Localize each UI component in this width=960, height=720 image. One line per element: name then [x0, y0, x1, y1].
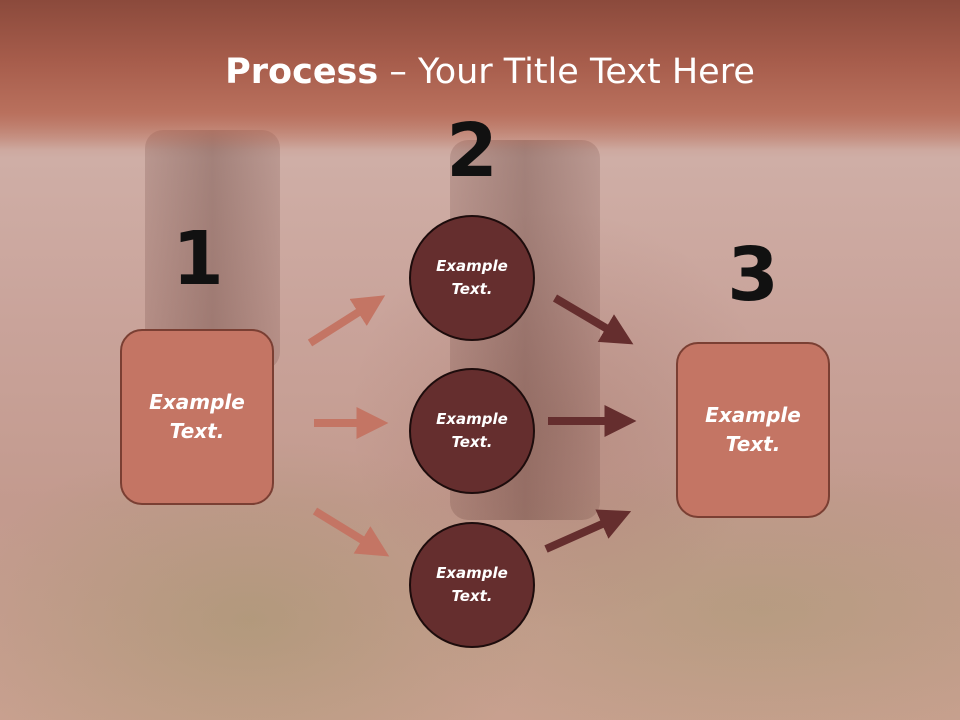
arrow-1-to-2-bottom	[312, 507, 390, 557]
step-2-circle-bottom[interactable]: Example Text.	[409, 522, 535, 648]
slide-title: Process – Your Title Text Here	[0, 52, 960, 92]
step-2-number: 2	[446, 108, 498, 194]
step-1-box[interactable]: Example Text.	[120, 329, 274, 505]
arrow-2bottom-to-3	[544, 509, 632, 553]
step-3-number: 3	[727, 232, 779, 318]
step-2-circle-middle[interactable]: Example Text.	[409, 368, 535, 494]
header-band	[0, 0, 960, 150]
title-rest: – Your Title Text Here	[378, 52, 755, 92]
arrow-2top-to-3	[552, 294, 634, 345]
arrow-1-to-2-top	[307, 295, 386, 347]
title-bold: Process	[225, 52, 379, 92]
step-1-number: 1	[172, 216, 224, 302]
step-3-box[interactable]: Example Text.	[676, 342, 830, 518]
step-2-circle-top[interactable]: Example Text.	[409, 215, 535, 341]
